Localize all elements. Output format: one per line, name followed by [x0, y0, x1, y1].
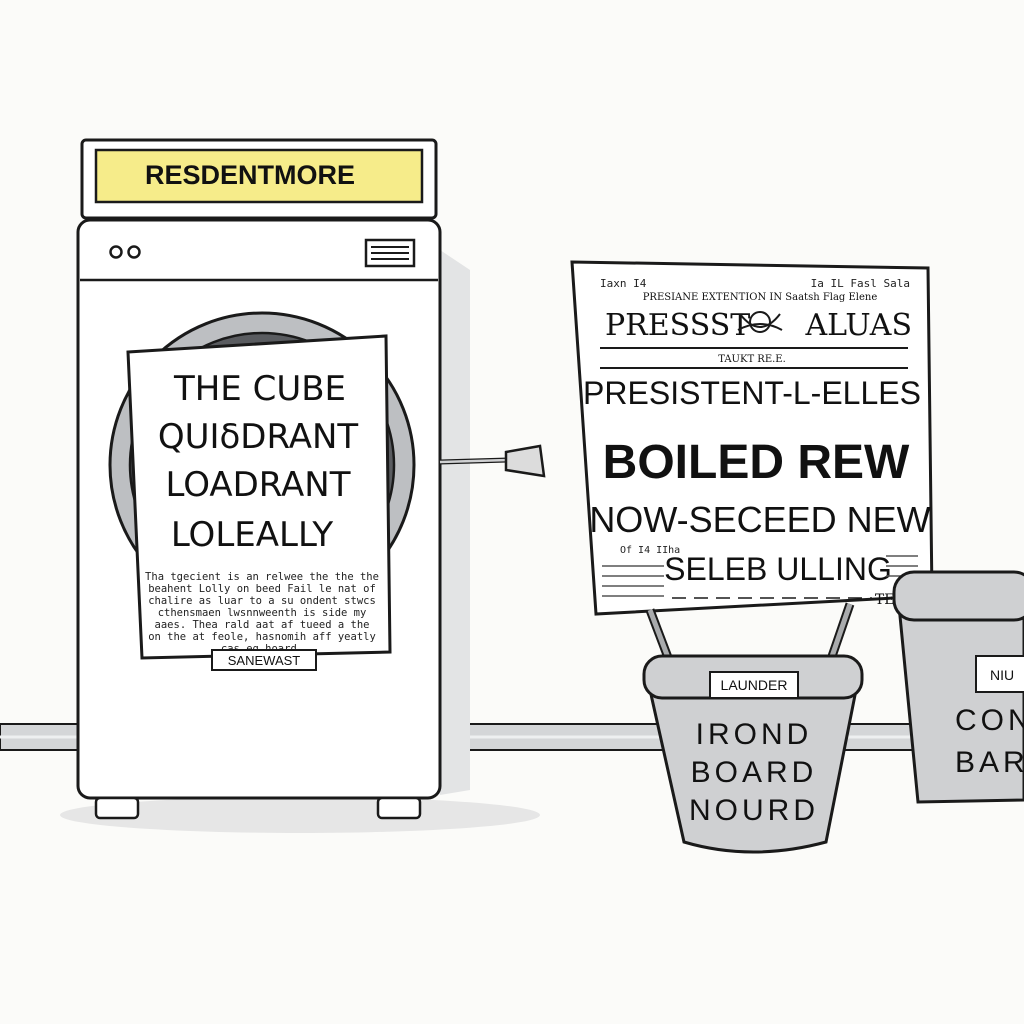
- newspaper-subhead: TAUKT RE.E.: [718, 354, 786, 365]
- emblem-icon: [737, 311, 783, 333]
- basket-right-tag-label: NIU: [990, 667, 1014, 683]
- hose-connector: [439, 444, 546, 478]
- laundry-basket: LAUNDER IROND BOARD NOURD: [642, 654, 864, 854]
- poster-body-line: Tha tgecient is an relwee the the the: [145, 571, 379, 583]
- newspaper-masthead-left: PRESSST: [605, 308, 750, 343]
- machine-foot: [376, 796, 422, 820]
- basket-right-tag: [975, 655, 1024, 693]
- laundry-basket-right: NIU CON BAR: [892, 570, 1024, 804]
- poster-headline-1: THE CUBE: [173, 369, 346, 409]
- poster-headline-2: QUIδDRANT: [158, 417, 359, 457]
- newspaper-dateline-left: Iaxn I4: [600, 277, 647, 290]
- newspaper-headline-3: NOW-SECEED NEW: [589, 499, 930, 540]
- newspaper-bottom-left: Of I4 IIha: [620, 545, 680, 556]
- poster-body-line: on the at feole, hasnomih aff yeatly: [148, 631, 376, 643]
- basket-tag-label: LAUNDER: [721, 677, 788, 693]
- sign-label: RESDENTMORE: [145, 160, 355, 190]
- newspaper-headline-2: BOILED REW: [603, 436, 910, 489]
- basket-right-line-1: CON: [955, 704, 1024, 737]
- basket-right-line-2: BAR: [955, 746, 1024, 779]
- newspaper-masthead-right: ALUAS: [804, 308, 912, 343]
- detergent-drawer-icon[interactable]: [364, 238, 416, 268]
- sign-panel: [94, 148, 424, 204]
- basket-line-3: NOURD: [689, 794, 819, 827]
- newspaper-dateline-right: Ia IL Fasl Sala: [811, 277, 910, 290]
- poster-headline-3: LOADRANT: [165, 465, 350, 505]
- newspaper: Iaxn I4 Ia IL Fasl Sala PRESIANE EXTENTI…: [570, 260, 934, 616]
- newspaper-kicker: PRESIANE EXTENTION IN Saatsh Flag Elene: [643, 292, 878, 303]
- poster-body-line: chalire as luar to a su ondent stwcs: [148, 595, 376, 607]
- knob-icon[interactable]: [127, 245, 141, 259]
- basket-tag: [709, 671, 799, 699]
- machine-foot: [94, 796, 140, 820]
- newspaper-headline-1: PRESISTENT-L-ELLES: [583, 375, 921, 411]
- poster-body-line: aaes. Thea rald aat af tueed a the: [155, 619, 370, 631]
- poster-body-line: cthensmaen lwsnnweenth is side my: [158, 607, 367, 619]
- knob-icon[interactable]: [109, 245, 123, 259]
- newspaper-bottom-headline: SELEB ULLING: [664, 551, 892, 587]
- poster-headline-4: LOLEALLY: [171, 515, 334, 555]
- poster-tag: [211, 649, 317, 671]
- basket-line-2: BOARD: [691, 756, 818, 789]
- poster-body-line: beahent Lolly on beed Fail le nat of: [148, 583, 376, 595]
- poster-tag-label: SANEWAST: [228, 653, 301, 668]
- basket-line-1: IROND: [696, 718, 813, 751]
- cube-poster: THE CUBE QUIδDRANT LOADRANT LOLEALLY Tha…: [126, 334, 392, 671]
